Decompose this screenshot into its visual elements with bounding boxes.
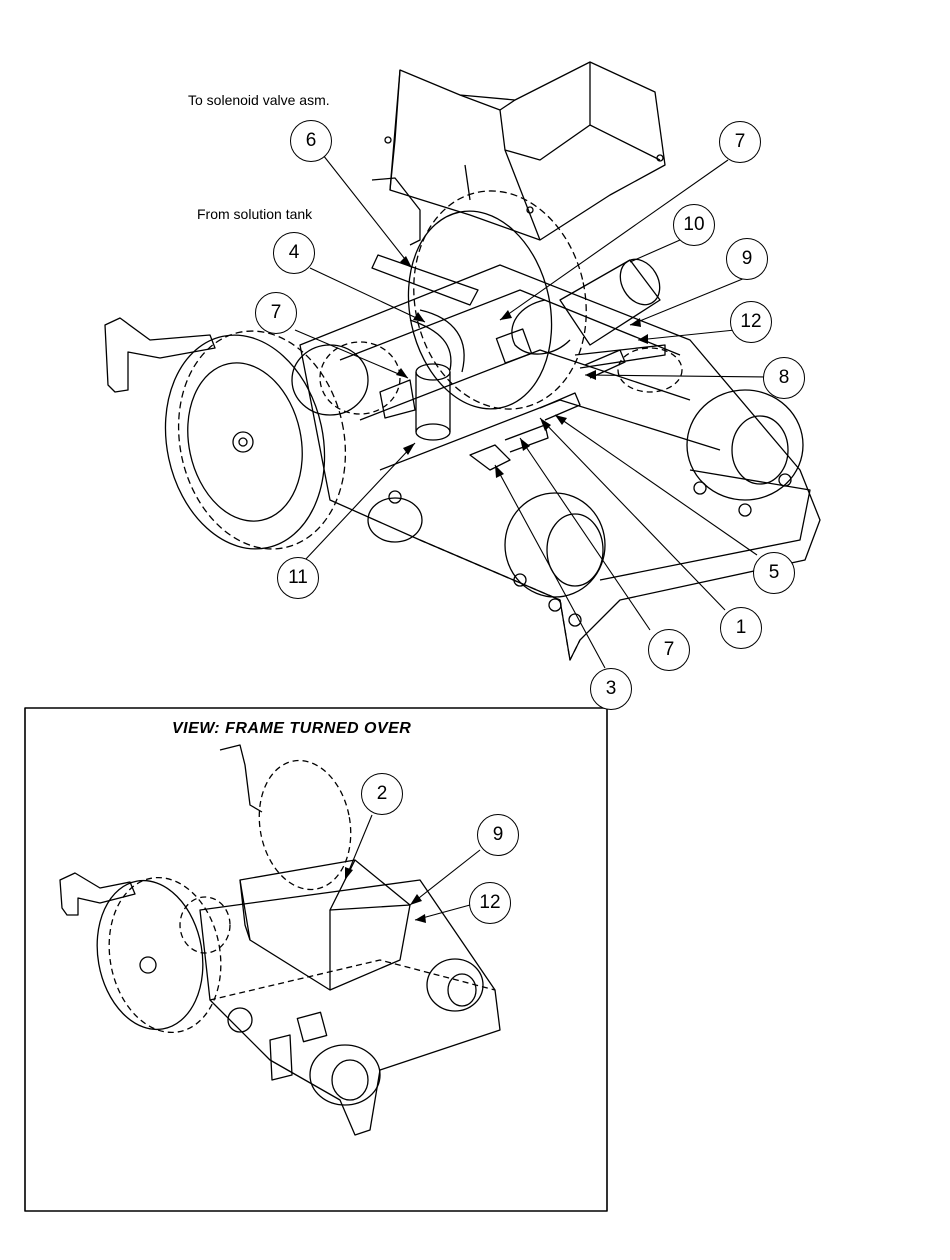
inset-leader-arrows	[345, 867, 426, 923]
callout-10: 10	[673, 204, 715, 246]
main-wheel-rear	[391, 175, 606, 426]
callout-7-left: 7	[255, 292, 297, 334]
inset-callout-12: 12	[469, 882, 511, 924]
inline-filter	[380, 364, 450, 440]
note-to-solenoid-valve: To solenoid valve asm.	[188, 92, 330, 108]
leader-arrows	[396, 256, 648, 478]
inset-title: VIEW: FRAME TURNED OVER	[172, 720, 411, 738]
callout-7-bottom: 7	[648, 629, 690, 671]
callout-12: 12	[730, 301, 772, 343]
callout-4: 4	[273, 232, 315, 274]
callout-11: 11	[277, 557, 319, 599]
note-from-solution-tank: From solution tank	[197, 206, 312, 222]
callout-7-top: 7	[719, 121, 761, 163]
caster-wheels	[292, 342, 803, 597]
callout-3: 3	[590, 668, 632, 710]
callout-6: 6	[290, 120, 332, 162]
supply-hose	[372, 255, 478, 372]
inset-callout-9: 9	[477, 814, 519, 856]
inset-assembly	[60, 745, 500, 1135]
inset-callout-2: 2	[361, 773, 403, 815]
inset-leader-lines	[345, 815, 480, 920]
inset-frame	[25, 708, 607, 1211]
main-wheel-left	[146, 315, 365, 564]
cover-hood	[385, 62, 665, 240]
callout-5: 5	[753, 552, 795, 594]
callout-9: 9	[726, 238, 768, 280]
callout-1: 1	[720, 607, 762, 649]
pump-motor	[496, 252, 667, 363]
callout-8: 8	[763, 357, 805, 399]
